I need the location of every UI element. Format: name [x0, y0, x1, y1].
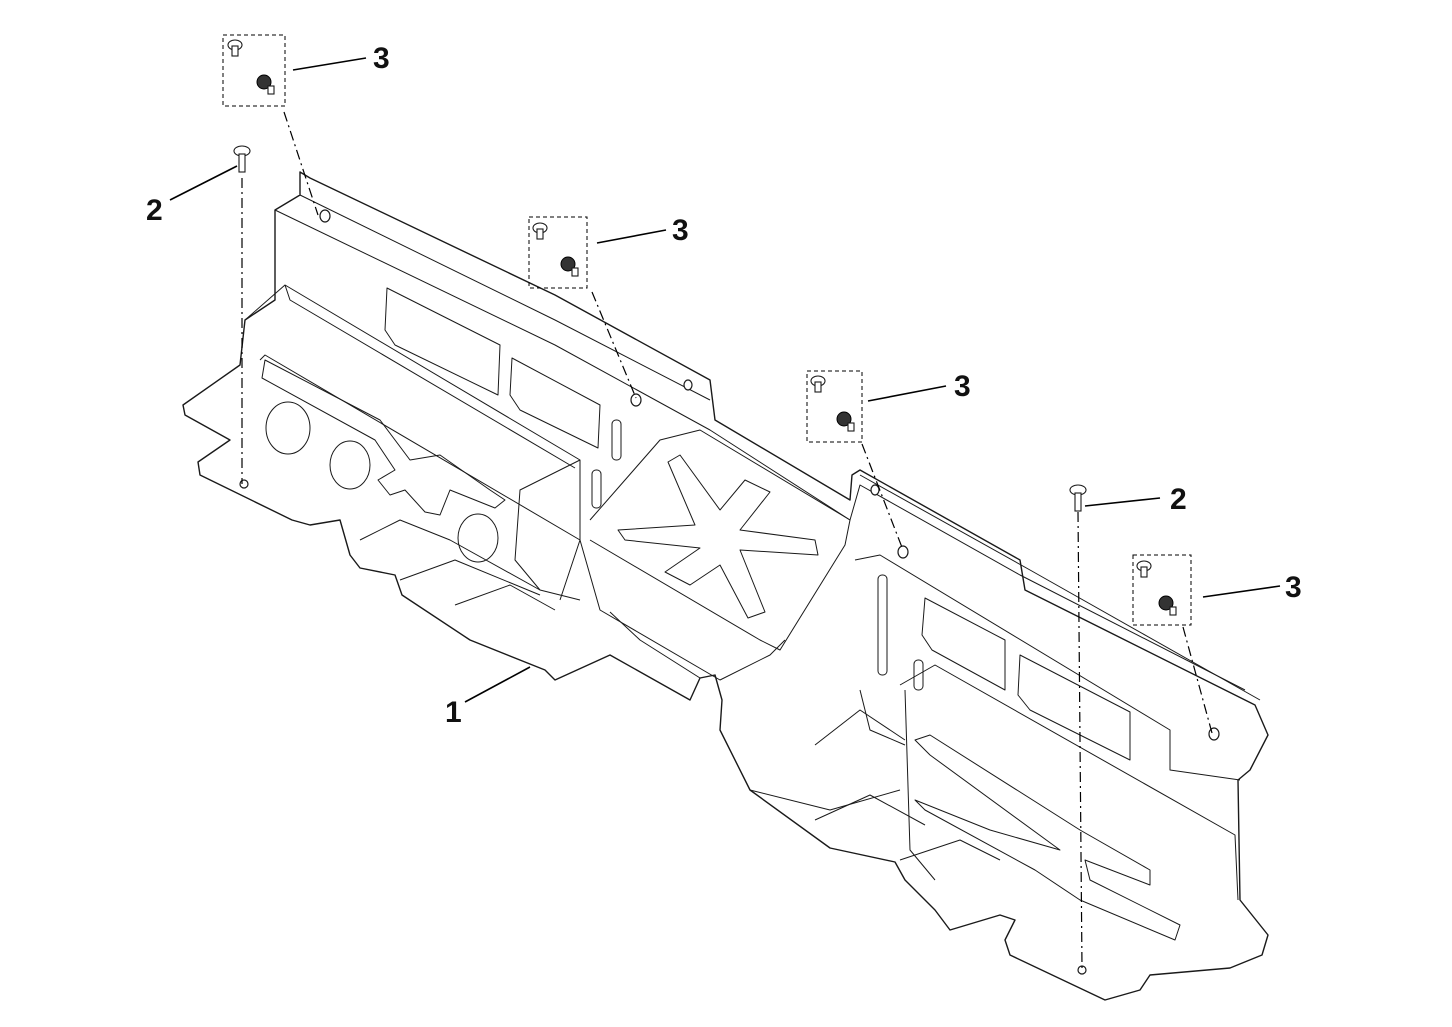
- callout-labels: 3 3 3 3 2 2 1: [146, 42, 1302, 729]
- leader-lines: [169, 57, 1281, 703]
- panel-part: [182, 171, 1269, 1001]
- fastener-kit-c: [806, 370, 863, 443]
- callout-1: 1: [445, 696, 462, 729]
- callout-2-right: 2: [1170, 483, 1187, 516]
- screw-a: [233, 145, 251, 173]
- assembly-lines: [241, 111, 1213, 969]
- screw-b: [1069, 484, 1087, 512]
- callout-3-right: 3: [1285, 571, 1302, 604]
- callout-3-center-left: 3: [672, 214, 689, 247]
- fastener-kit-b: [528, 216, 588, 289]
- fastener-kit-d: [1132, 554, 1192, 626]
- fastener-kit-a: [222, 34, 286, 107]
- callout-3-center-right: 3: [954, 370, 971, 403]
- callout-3-top-left: 3: [373, 42, 390, 75]
- callout-2-left: 2: [146, 194, 163, 227]
